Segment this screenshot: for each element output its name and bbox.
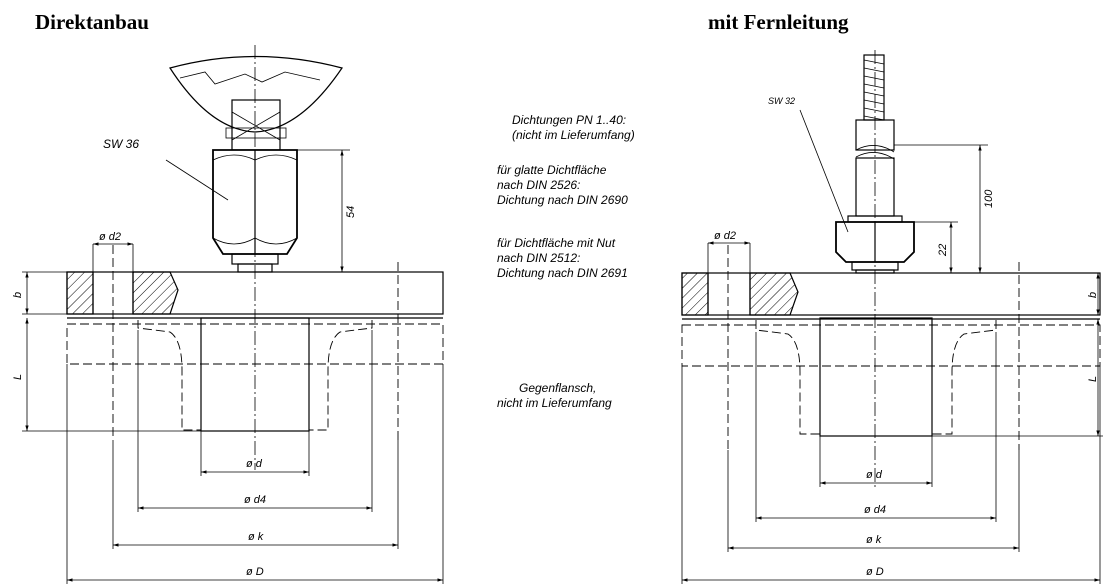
- notes-block: Dichtungen PN 1..40: (nicht im Lieferumf…: [497, 113, 635, 410]
- label-k-right: ø k: [866, 534, 882, 546]
- label-d4-right: ø d4: [864, 504, 886, 516]
- pipe-socket-right: [819, 317, 933, 437]
- label-b-left: b: [12, 292, 24, 298]
- note-smooth-2: nach DIN 2526:: [497, 178, 580, 192]
- counter-flange-right: [681, 324, 1101, 367]
- right-view: SW 32 100 22 ø d2 b: [681, 50, 1103, 584]
- title-mit-fernleitung: mit Fernleitung: [708, 10, 849, 34]
- label-D-left: ø D: [246, 566, 264, 578]
- note-groove-2: nach DIN 2512:: [497, 251, 580, 265]
- label-d2-right: ø d2: [714, 230, 736, 242]
- label-d4-left: ø d4: [244, 494, 266, 506]
- label-d2-left: ø d2: [99, 231, 121, 243]
- note-counter-2: nicht im Lieferumfang: [497, 396, 612, 410]
- title-direktanbau: Direktanbau: [35, 10, 149, 34]
- label-d-right: ø d: [866, 469, 883, 481]
- label-height-22: 22: [937, 244, 949, 257]
- label-b-right: b: [1087, 292, 1099, 298]
- label-sw36: SW 36: [103, 137, 139, 151]
- valve-neck: [231, 99, 281, 151]
- note-groove-3: Dichtung nach DIN 2691: [497, 266, 628, 280]
- instrument-case: [169, 55, 343, 133]
- label-L-right: L: [1087, 376, 1099, 382]
- left-view: SW 36 54 ø d2 b L: [12, 45, 444, 584]
- note-smooth-3: Dichtung nach DIN 2690: [497, 193, 628, 207]
- note-smooth-1: für glatte Dichtfläche: [497, 163, 607, 177]
- label-height-100: 100: [983, 189, 995, 208]
- flange-plate-right: [681, 272, 1101, 316]
- note-seals-1: Dichtungen PN 1..40:: [512, 113, 626, 127]
- note-groove-1: für Dichtfläche mit Nut: [497, 236, 616, 250]
- label-sw32: SW 32: [768, 96, 795, 106]
- label-d-left: ø d: [246, 458, 263, 470]
- label-k-left: ø k: [248, 531, 264, 543]
- label-D-right: ø D: [866, 566, 884, 578]
- note-seals-2: (nicht im Lieferumfang): [512, 128, 635, 142]
- label-L-left: L: [12, 374, 24, 380]
- label-height-54: 54: [345, 206, 357, 218]
- note-counter-1: Gegenflansch,: [519, 381, 596, 395]
